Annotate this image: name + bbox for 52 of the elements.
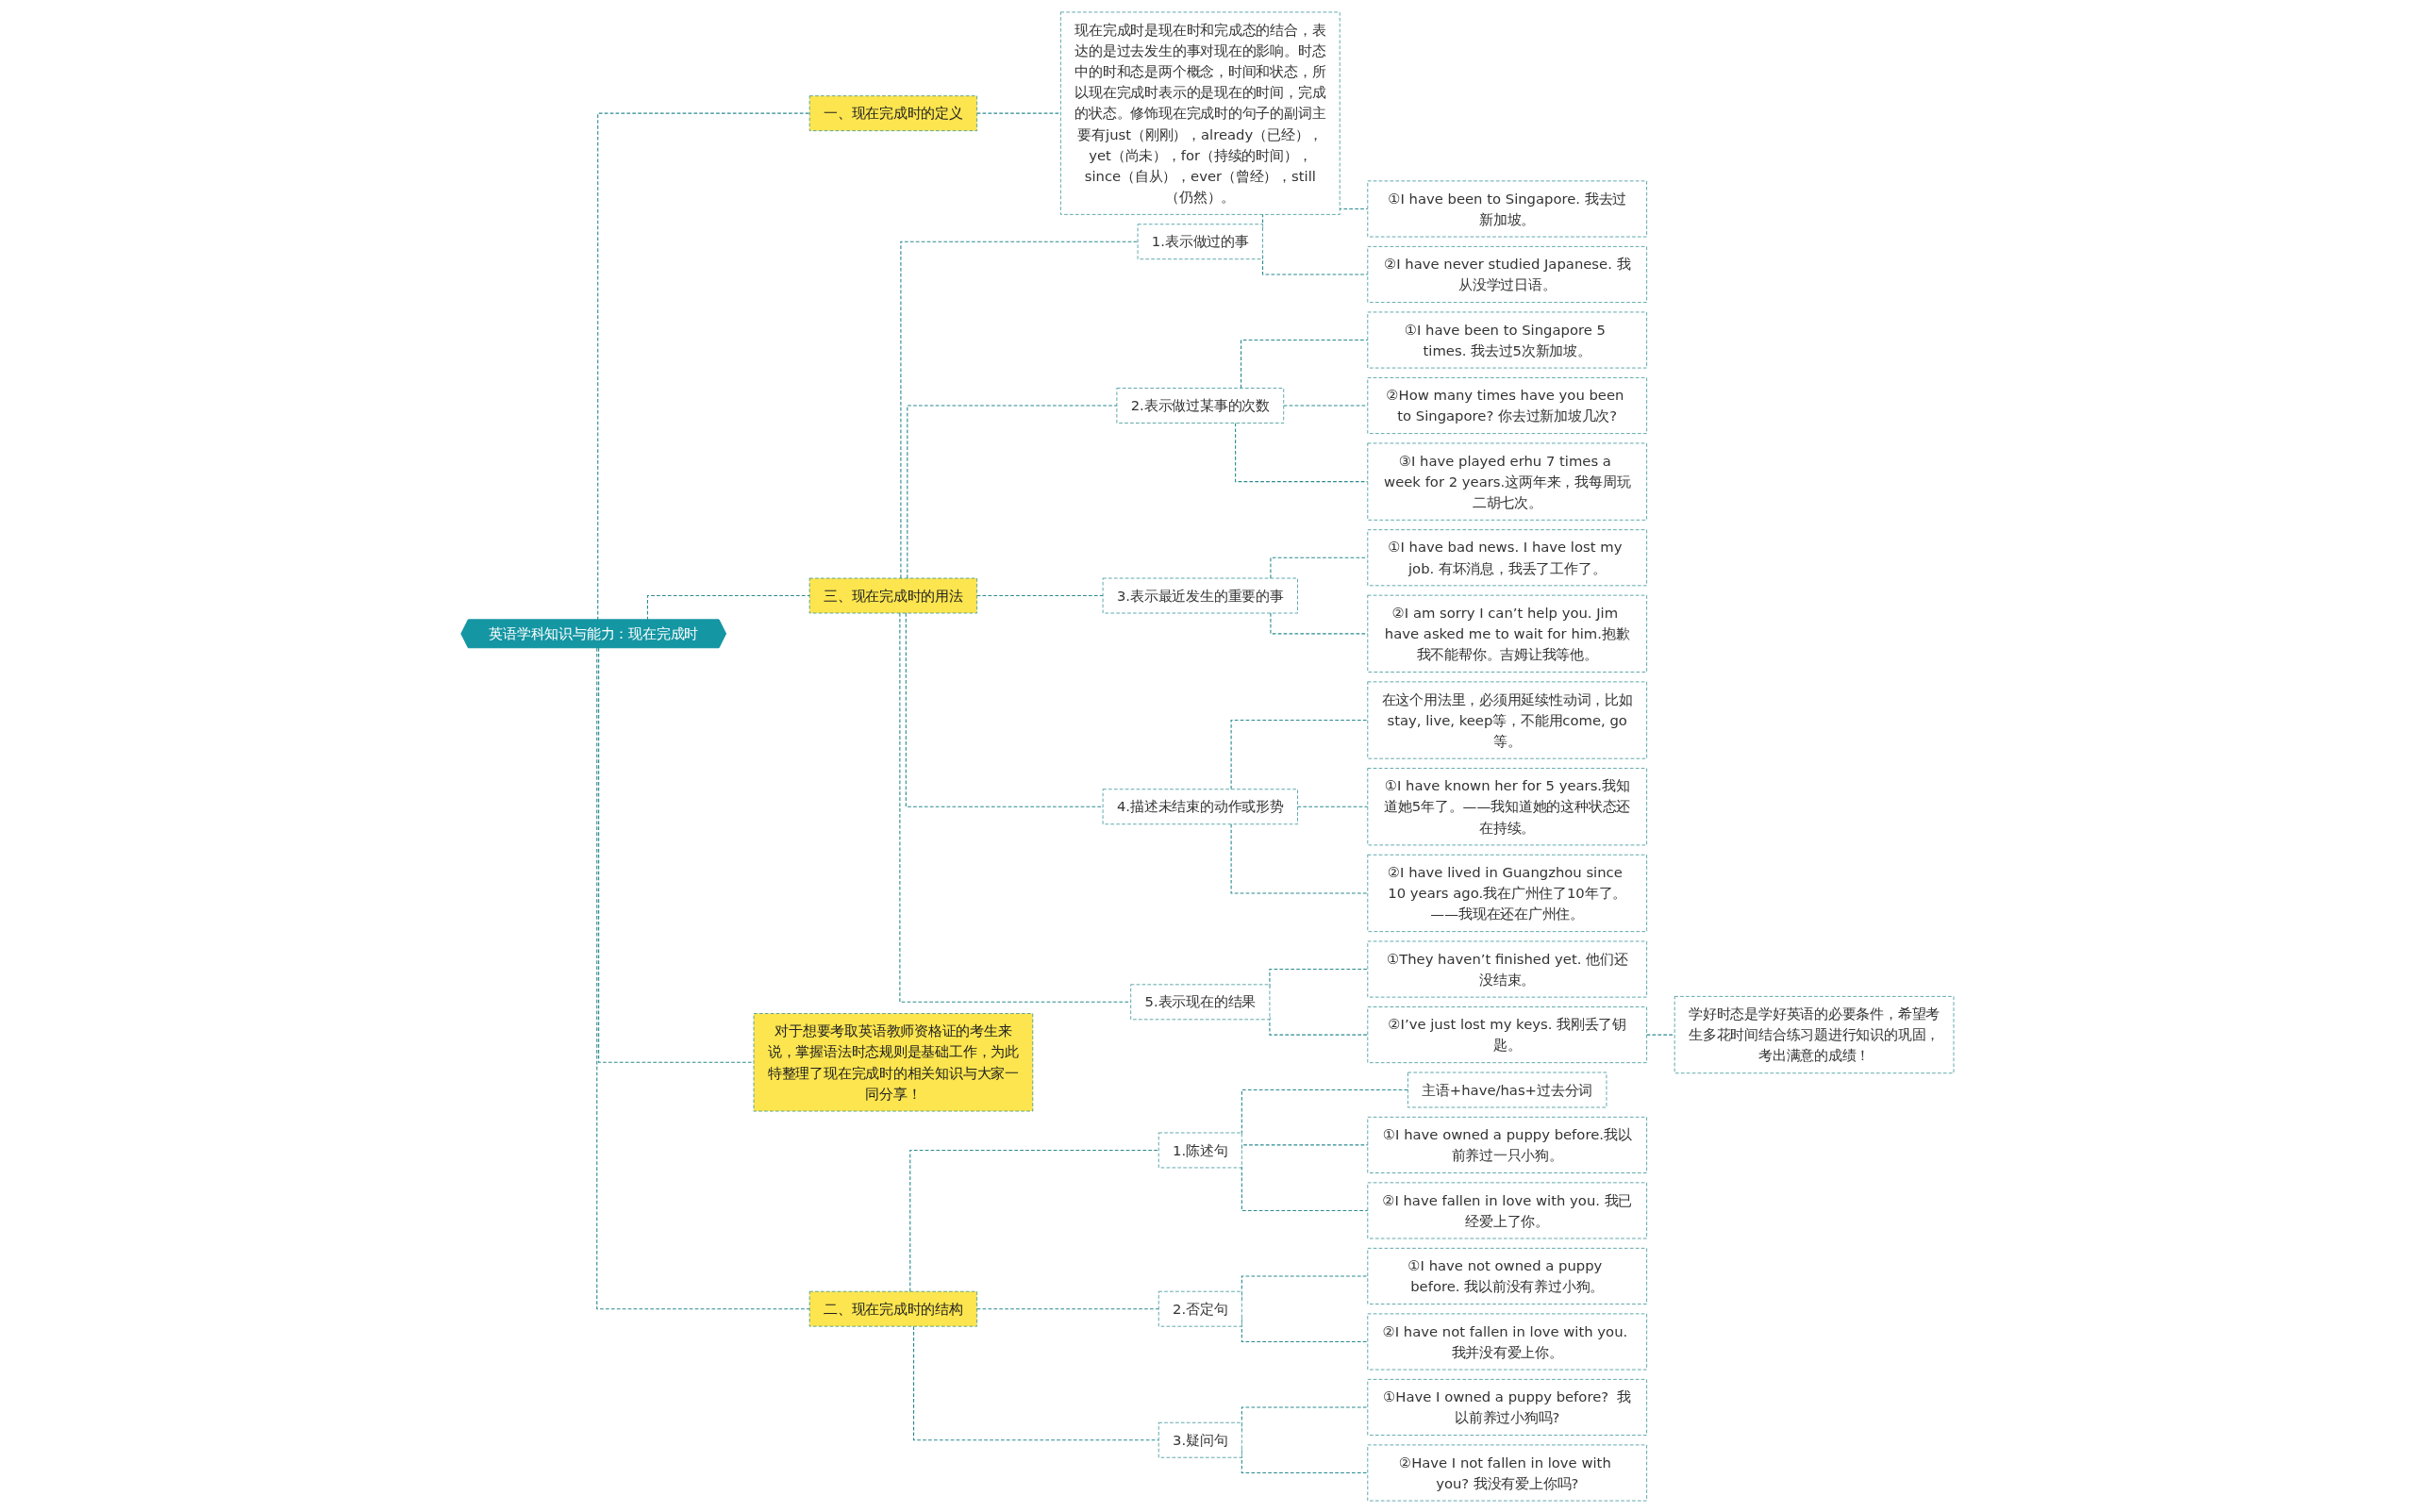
connector [976,594,1104,596]
node-box: ②I am sorry I can’t help you. Jim have asked me to wait for him.抱歉我不能帮你。吉姆让我等他。 [1367,594,1647,673]
connector [1296,806,1369,807]
connector [598,646,755,1063]
node-box: 1.表示做过的事 [1137,223,1263,259]
connector [1230,719,1369,789]
connector [597,112,810,621]
connector [909,1149,1159,1292]
node-box: 一、现在完成时的定义 [808,94,977,131]
connector [913,1325,1159,1440]
node-box: 2.表示做过某事的次数 [1116,387,1285,424]
node-box: ②How many times have you been to Singapore? 你去过新加坡几次? [1367,376,1647,434]
node-box: ③I have played erhu 7 times a week for 2 years.这两年来，我每周玩二胡七次。 [1367,442,1647,521]
connector [905,611,1104,807]
node-box: ①I have known her for 5 years.我知道她5年了。——我知道她的这种状态还在持续。 [1367,767,1647,845]
connector [646,594,810,621]
connector [1270,557,1369,579]
node-box: ②I have not fallen in love with you. 我并没有爱上你。 [1367,1313,1647,1370]
connector [1230,822,1369,893]
node-box: ①I have been to Singapore 5 times. 我去过5次新加坡。 [1367,311,1647,368]
node-box: 现在完成时是现在时和完成态的结合，表达的是过去发生的事对现在的影响。时态中的时和态是两个概念，时间和状态，所以现在完成时表示的是现在的时间，完成的状态。修饰现在完成时的句子的副词主要有just（刚刚），already（已经），yet（尚未），for（持续的时间），since（自从），ever（曾经），still（仍然）。 [1060,11,1341,215]
connector [596,646,810,1309]
node-box: 2.否定句 [1158,1290,1242,1327]
node-box: 主语+have/has+过去分词 [1407,1072,1607,1107]
node-box: ①I have bad news. I have lost my job. 有坏消息，我丢了工作了。 [1367,528,1647,586]
node-box: 1.陈述句 [1158,1132,1242,1168]
node-box: 学好时态是学好英语的必要条件，希望考生多花时间结合练习题进行知识的巩固，考出满意的成绩！ [1674,995,1955,1073]
node-box: ②I’ve just lost my keys. 我刚丢了钥匙。 [1367,1005,1647,1063]
node-box: 4.描述未结束的动作或形势 [1102,788,1298,824]
node-box: 三、现在完成时的用法 [808,577,977,613]
node-box: ①I have not owned a puppy before. 我以前没有养过小狗。 [1367,1247,1647,1304]
connector [1269,1016,1369,1036]
node-box: 二、现在完成时的结构 [808,1290,977,1327]
node-box: ①They haven’t finished yet. 他们还没结束。 [1367,940,1647,997]
node-box: 3.疑问句 [1158,1421,1242,1458]
node-box: ②I have lived in Guangzhou since 10 years ago.我在广州住了10年了。——我现在还在广州住。 [1367,854,1647,932]
node-box: 对于想要考取英语教师资格证的考生来说，掌握语法时态规则是基础工作，为此特整理了现在完成时的相关知识与大家一同分享！ [753,1012,1034,1111]
node-box: ②I have fallen in love with you. 我已经爱上了你。 [1367,1182,1647,1238]
node-box: ①I have owned a puppy before.我以前养过一只小狗。 [1367,1116,1647,1173]
node-box: 3.表示最近发生的重要的事 [1102,577,1298,613]
connector [899,611,1132,1003]
node-box: ②Have I not fallen in love with you? 我没有爱上你吗? [1367,1444,1647,1501]
node-box: 5.表示现在的结果 [1130,983,1271,1020]
connector [1283,404,1369,407]
node-box: ②I have never studied Japanese. 我从没学过日语。 [1367,245,1647,303]
connector [1241,1088,1408,1135]
node-box: ①I have been to Singapore. 我去过新加坡。 [1367,180,1647,237]
node-box: ①Have I owned a puppy before? 我以前养过小狗吗? [1367,1378,1647,1436]
connector [907,404,1118,579]
node-box: 在这个用法里，必须用延续性动词，比如stay, live, keep等，不能用come, go等。 [1367,681,1647,759]
connector [1270,611,1369,634]
connector [1646,1034,1675,1036]
